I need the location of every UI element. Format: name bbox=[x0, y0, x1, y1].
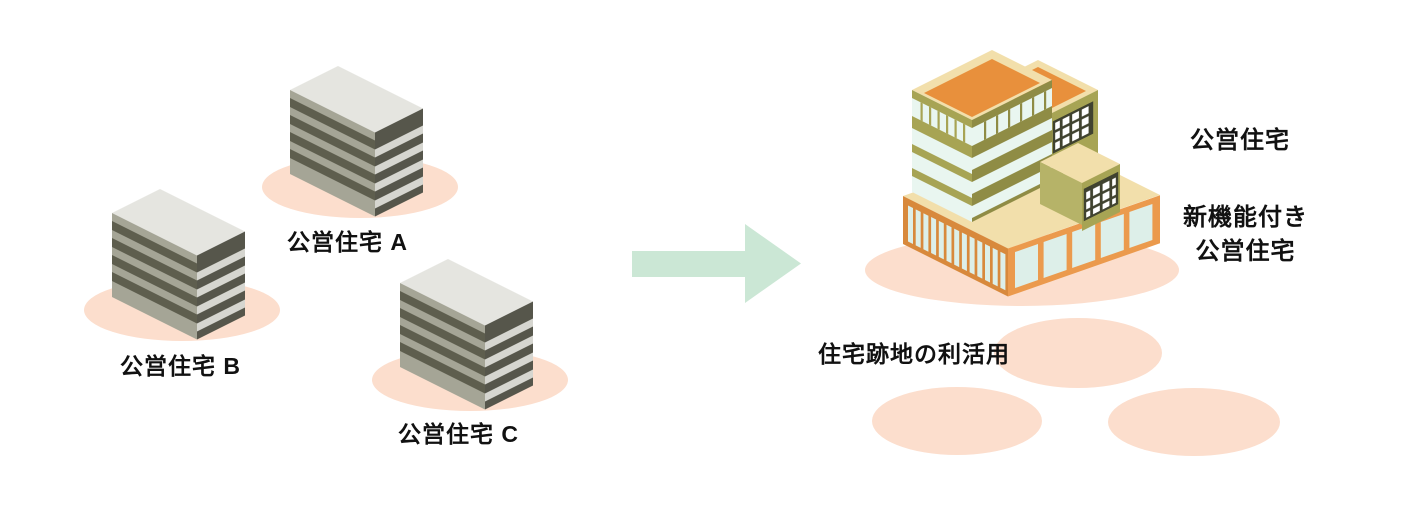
vacant-site-ellipse-3 bbox=[1108, 388, 1280, 456]
vacant-site-label: 住宅跡地の利活用 bbox=[818, 341, 1010, 367]
new-building-illustration bbox=[865, 50, 1179, 306]
new-function-housing-label: 新機能付き 公営住宅 bbox=[1158, 201, 1333, 268]
vacant-site-ellipse-2 bbox=[872, 387, 1042, 455]
building-a-illustration bbox=[262, 66, 458, 218]
right-arrow-icon bbox=[632, 224, 801, 303]
building-b-label: 公営住宅 B bbox=[120, 353, 241, 379]
new-function-housing-label-line1: 新機能付き bbox=[1183, 204, 1308, 231]
new-function-housing-label-line2: 公営住宅 bbox=[1195, 237, 1296, 265]
building-b-illustration bbox=[84, 189, 280, 341]
building-c-illustration bbox=[372, 259, 568, 411]
vacant-site-ellipse-1 bbox=[994, 318, 1162, 388]
building-a-label: 公営住宅 A bbox=[287, 229, 408, 255]
new-building-label: 公営住宅 bbox=[1190, 127, 1290, 154]
building-c-label: 公営住宅 C bbox=[398, 421, 519, 447]
